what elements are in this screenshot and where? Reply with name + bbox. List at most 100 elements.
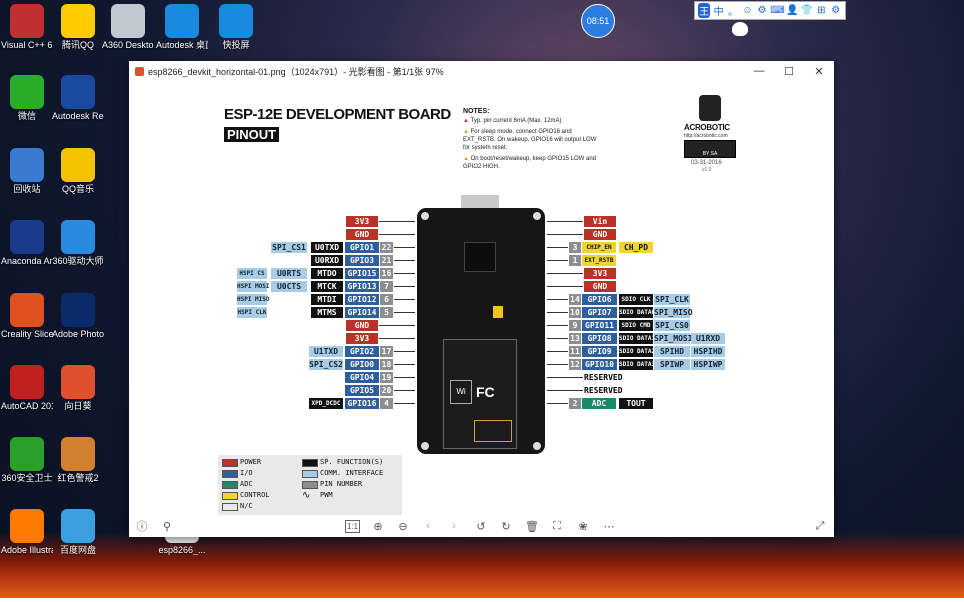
app-icon bbox=[10, 220, 44, 254]
gpio-pin-label: GPIO5 bbox=[345, 385, 379, 396]
desktop-icon-label: Autodesk Recap 360 bbox=[52, 111, 104, 121]
comm-interface-label: U1RXD bbox=[691, 333, 725, 344]
desktop-icon[interactable]: 回收站 bbox=[1, 148, 53, 194]
pinout-title: ESP-12E DEVELOPMENT BOARD bbox=[224, 106, 451, 123]
maximize-button[interactable]: ☐ bbox=[784, 65, 794, 78]
desktop-icon[interactable]: 腾讯QQ bbox=[52, 4, 104, 50]
pin-wire bbox=[547, 247, 568, 248]
pin-number: 1 bbox=[569, 255, 581, 266]
share-icon[interactable]: ❀ bbox=[578, 520, 588, 533]
comm-interface-label: HSPIWP bbox=[691, 359, 725, 370]
desktop-icon[interactable]: Creality Slicer bbox=[1, 293, 53, 339]
desktop-icon[interactable]: Autodesk 桌面应用程序 bbox=[156, 4, 208, 50]
ime-button[interactable]: 。 bbox=[728, 7, 739, 18]
zoom-in-icon[interactable]: ⊕ bbox=[373, 520, 383, 533]
legend-swatch bbox=[222, 492, 238, 500]
next-icon[interactable]: › bbox=[452, 520, 456, 532]
ime-button[interactable]: 👤 bbox=[786, 5, 799, 16]
ime-button[interactable]: ☺ bbox=[742, 5, 753, 16]
desktop-icon[interactable]: 微信 bbox=[1, 75, 53, 121]
app-icon bbox=[61, 365, 95, 399]
ime-button[interactable]: ⚙ bbox=[757, 5, 767, 16]
mount-hole bbox=[533, 442, 541, 450]
ime-button[interactable]: 王 bbox=[698, 3, 711, 18]
gpio-pin-label: GPIO3 bbox=[345, 255, 379, 266]
sdio-label: SDIO CMD bbox=[619, 320, 653, 331]
pin-number: 18 bbox=[380, 359, 393, 370]
gpio-pin-label: GPIO2 bbox=[345, 346, 379, 357]
brand-name: ACROBOTIC bbox=[684, 123, 730, 132]
notes-title: NOTES: bbox=[463, 108, 490, 115]
ime-button[interactable]: 👕 bbox=[800, 5, 814, 16]
desktop-icon[interactable]: AutoCAD 2017 ... bbox=[1, 365, 53, 411]
pin-number: 13 bbox=[569, 333, 581, 344]
ime-button[interactable]: ⊞ bbox=[817, 5, 826, 16]
desktop-icon[interactable]: QQ音乐 bbox=[52, 148, 104, 194]
minimize-button[interactable]: — bbox=[753, 65, 765, 77]
crop-icon[interactable]: ⛶ bbox=[553, 519, 561, 532]
desktop-icon[interactable]: Anaconda Anima... bbox=[1, 220, 53, 266]
gpio-pin-label: GPIO9 bbox=[582, 346, 617, 357]
legend-swatch bbox=[222, 503, 238, 511]
fullscreen-icon[interactable]: ⤢ bbox=[815, 519, 825, 532]
spi-label: SPI_CLK bbox=[654, 294, 690, 305]
rotate-left-icon[interactable]: ↺ bbox=[476, 520, 486, 533]
pin-wire bbox=[394, 260, 415, 261]
desktop-icon[interactable]: 360驱动大师 bbox=[52, 220, 104, 266]
desktop-icon[interactable]: 百度网盘 bbox=[52, 509, 104, 555]
ratio-button[interactable]: 1:1 bbox=[345, 520, 360, 533]
window-title: esp8266_devkit_horizontal-01.png（1024x79… bbox=[148, 66, 444, 77]
desktop-icon[interactable]: 360安全卫士 bbox=[1, 437, 53, 483]
desktop-icon[interactable]: 向日葵 bbox=[52, 365, 104, 411]
desktop-icon[interactable]: Visual C++ 6.0 bbox=[1, 4, 53, 50]
rotate-right-icon[interactable]: ↻ bbox=[501, 520, 511, 533]
power-pin-label: GND bbox=[584, 281, 616, 292]
more-icon[interactable]: ⋯ bbox=[603, 520, 615, 533]
delete-icon[interactable]: 🗑 bbox=[525, 520, 539, 533]
power-pin-label: GND bbox=[346, 320, 378, 331]
pin-wire bbox=[547, 286, 583, 287]
pin-wire bbox=[547, 390, 583, 391]
sdio-label: SDIO DATA2 bbox=[619, 346, 656, 357]
pin-wire bbox=[394, 286, 415, 287]
floating-clock-widget[interactable]: 08:51 bbox=[581, 4, 615, 38]
desktop-icon[interactable]: Autodesk Recap 360 bbox=[52, 75, 104, 121]
desktop-icon[interactable]: 快投屏 bbox=[210, 4, 262, 50]
comm-interface-label: SPI_CS1 bbox=[271, 242, 307, 253]
close-button[interactable]: ✕ bbox=[814, 65, 824, 78]
cat-mascot-icon[interactable] bbox=[732, 22, 748, 36]
mount-hole bbox=[533, 212, 541, 220]
gpio-pin-label: GPIO4 bbox=[345, 372, 379, 383]
pin-wire bbox=[394, 364, 415, 365]
image-canvas[interactable]: ESP-12E DEVELOPMENT BOARD PINOUT NOTES: … bbox=[129, 81, 834, 517]
special-function-label: U0RXD bbox=[311, 255, 343, 266]
pin-wire bbox=[547, 351, 568, 352]
control-function-label: CH_PD bbox=[619, 242, 653, 253]
ime-button[interactable]: ⌨ bbox=[770, 5, 785, 16]
pin-wire bbox=[547, 260, 568, 261]
desktop-icon[interactable]: 红色警戒2 bbox=[52, 437, 104, 483]
app-icon bbox=[111, 4, 145, 38]
pin-icon[interactable]: ⚲ bbox=[162, 520, 172, 533]
antenna-icon bbox=[474, 420, 512, 442]
prev-icon[interactable]: ‹ bbox=[426, 520, 430, 532]
pinout-subtitle: PINOUT bbox=[224, 127, 280, 142]
pin-number: 16 bbox=[380, 268, 393, 279]
ime-button[interactable]: ⚙ bbox=[831, 5, 841, 16]
adc-pin-label: ADC bbox=[582, 398, 616, 409]
desktop-icon[interactable]: Adobe Illustrat... bbox=[1, 509, 53, 555]
power-pin-label: Vin bbox=[584, 216, 616, 227]
window-titlebar[interactable]: esp8266_devkit_horizontal-01.png（1024x79… bbox=[129, 61, 834, 81]
desktop-icon-label: 360驱动大师 bbox=[52, 256, 104, 266]
desktop-icon[interactable]: A360 Desktop bbox=[102, 4, 154, 50]
gpio-pin-label: GPIO10 bbox=[582, 359, 617, 370]
zoom-out-icon[interactable]: ⊖ bbox=[398, 520, 408, 533]
ime-button[interactable]: 中 bbox=[713, 7, 724, 18]
desktop-icon[interactable]: Adobe Photosh... bbox=[52, 293, 104, 339]
info-icon[interactable]: ⓘ bbox=[136, 521, 148, 533]
pin-number: 7 bbox=[380, 281, 393, 292]
desktop-icon-label: 360安全卫士 bbox=[1, 473, 53, 483]
wifi-logo-icon: Wi bbox=[450, 380, 472, 404]
pin-number: 3 bbox=[569, 242, 581, 253]
ime-toolbar[interactable]: 王中。☺⚙⌨👤👕⊞⚙ bbox=[694, 1, 846, 20]
